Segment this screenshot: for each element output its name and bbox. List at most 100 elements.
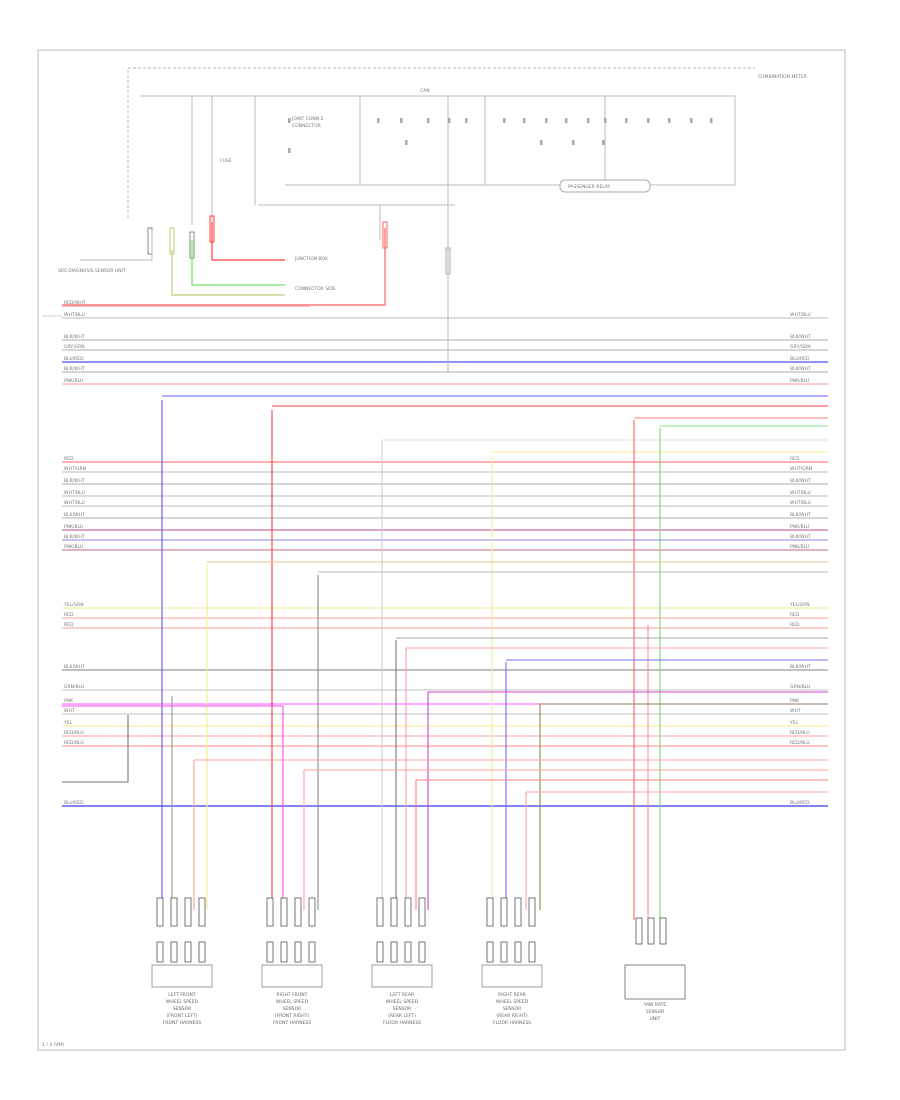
wire-row-left-label: BLK/WHT xyxy=(64,534,85,540)
wire-row-left-label: BLK/WHT xyxy=(64,478,85,484)
sensor-label-line: (REAR LEFT) xyxy=(388,1013,416,1019)
contact-marker xyxy=(540,140,543,145)
wire-row-left-label: PNK/BLU xyxy=(64,524,83,530)
sensor-label-line: SENSOR xyxy=(503,1006,522,1012)
sensor-pin xyxy=(308,941,316,963)
contact-marker xyxy=(668,118,671,123)
contact-marker xyxy=(565,118,568,123)
contact-marker xyxy=(647,118,650,123)
sensor-label-line: (FRONT RIGHT) xyxy=(275,1013,310,1019)
wire-row-left-label: BLK/WHT xyxy=(64,334,85,340)
sensor-pin xyxy=(635,917,643,945)
wire-row-right-label: BLU/RED xyxy=(790,800,810,806)
wire-row-left-label: PNK xyxy=(64,698,74,704)
wire-row-right-label: WHT/BLU xyxy=(790,500,811,506)
module-label-1: SRS DIAGNOSIS SENSOR UNIT xyxy=(58,268,126,274)
wire-row-left-label: BLK/WHT xyxy=(64,664,85,670)
wire-row-right-label: BLU/RED xyxy=(790,356,810,362)
contact-marker xyxy=(587,118,590,123)
sensor-pin xyxy=(308,897,316,927)
wire-row-left-label: GRY/GRN xyxy=(64,344,85,350)
red-upper-wire xyxy=(211,222,285,261)
wire-row-left-label: WHT/BLU xyxy=(64,500,85,506)
sensor-pin xyxy=(170,897,178,927)
sensor-pin xyxy=(528,941,536,963)
upper-connector-stub xyxy=(147,227,153,255)
sensor-pin xyxy=(390,941,398,963)
drop-wire-39 xyxy=(62,715,129,783)
wire-row-left-label: BLU/RED xyxy=(64,356,84,362)
combination-meter-label: COMBINATION METER xyxy=(758,74,807,80)
contact-marker xyxy=(400,118,403,123)
sensor-pin xyxy=(404,941,412,963)
splice-label-1: JUNCTION BOX xyxy=(294,256,328,262)
sensor-pin xyxy=(486,897,494,927)
sensor-label-line: LEFT FRONT xyxy=(168,992,196,998)
contact-marker xyxy=(545,118,548,123)
footer-code: 1 / 4 (VM) xyxy=(42,1042,64,1048)
joint-connector-a-label: JOINT CONN 2 xyxy=(291,116,324,122)
sensor-pin xyxy=(266,897,274,927)
sensor-label-line: WHEEL SPEED xyxy=(276,999,309,1005)
contact-marker xyxy=(288,118,291,123)
green-upper-wire xyxy=(191,240,285,286)
sensor-body xyxy=(261,964,323,988)
wire-row-right-label: WHT/BLU xyxy=(790,312,811,318)
sensor-label-line: RIGHT FRONT xyxy=(277,992,308,998)
wire-row-right-label: PNK/BLU xyxy=(790,544,809,550)
splice-label-2: CONNECTOR SIDE xyxy=(295,286,336,292)
wire-row-right-label: BLK/WHT xyxy=(790,664,811,670)
contact-marker xyxy=(523,118,526,123)
wire-row-right-label: WHT/GRN xyxy=(790,466,812,472)
sensor-pin xyxy=(156,897,164,927)
contact-marker xyxy=(690,118,693,123)
wire-row-right-label: PNK/BLU xyxy=(790,524,809,530)
passenger-relay-label: PASSENGER RELAY xyxy=(568,184,611,190)
sensor-label-line: SENSOR xyxy=(393,1006,412,1012)
wire-row-left-label: RED/BLU xyxy=(64,740,84,746)
wire-row-left-label: BLU/RED xyxy=(64,800,84,806)
contact-marker xyxy=(572,140,575,145)
wire-row-right-label: PNK/BLU xyxy=(790,378,809,384)
meter-bus xyxy=(140,95,736,186)
sensor-body xyxy=(151,964,213,988)
contact-marker xyxy=(448,118,451,123)
sensor-pin xyxy=(500,941,508,963)
sensor-pin xyxy=(514,941,522,963)
can-label: CAN xyxy=(420,88,430,94)
wire-row-right-label: BLK/WHT xyxy=(790,534,811,540)
sensor-pin xyxy=(418,897,426,927)
sensor-label-line: SENSOR xyxy=(646,1009,665,1015)
sensor-label-line: WHEEL SPEED xyxy=(386,999,419,1005)
can-bus-dashed xyxy=(127,67,755,218)
fuse-label: FUSE xyxy=(220,158,232,164)
sensor-pin xyxy=(294,897,302,927)
wire-row-left-label: WHT/GRN xyxy=(64,466,86,472)
wire-row-right-label: WHT/BLU xyxy=(790,490,811,496)
sensor-body xyxy=(371,964,433,988)
sensor-label-line: LEFT REAR xyxy=(390,992,414,998)
sensor-pin xyxy=(514,897,522,927)
wire-row-right-label: YEL/GRN xyxy=(789,602,810,608)
contact-marker xyxy=(710,118,713,123)
wire-row-left-label: RED/WHT xyxy=(64,300,86,306)
sensor-pin xyxy=(376,897,384,927)
wire-row-right-label: BLK/WHT xyxy=(790,366,811,372)
contact-marker xyxy=(377,118,380,123)
joint-connector-b-label: CONNECTOR xyxy=(292,123,321,129)
contact-marker xyxy=(427,118,430,123)
contact-marker xyxy=(465,118,468,123)
wire-rows: RED/WHT WHT/BLU WHT/BLU BLK/WHT BLK/WHT GRY/G… xyxy=(62,300,828,807)
sensor-pin xyxy=(184,897,192,927)
sensor-pin xyxy=(418,941,426,963)
sensor-pin xyxy=(659,917,667,945)
passenger-relay-box xyxy=(559,179,651,193)
sensor-pin xyxy=(198,941,206,963)
sensor-label-line: SENSOR xyxy=(283,1006,302,1012)
wire-row-left-label: GRN/BLU xyxy=(64,684,84,690)
sensor-pin xyxy=(500,897,508,927)
sensor-label-line: (REAR RIGHT) xyxy=(496,1013,527,1019)
contact-marker xyxy=(625,118,628,123)
